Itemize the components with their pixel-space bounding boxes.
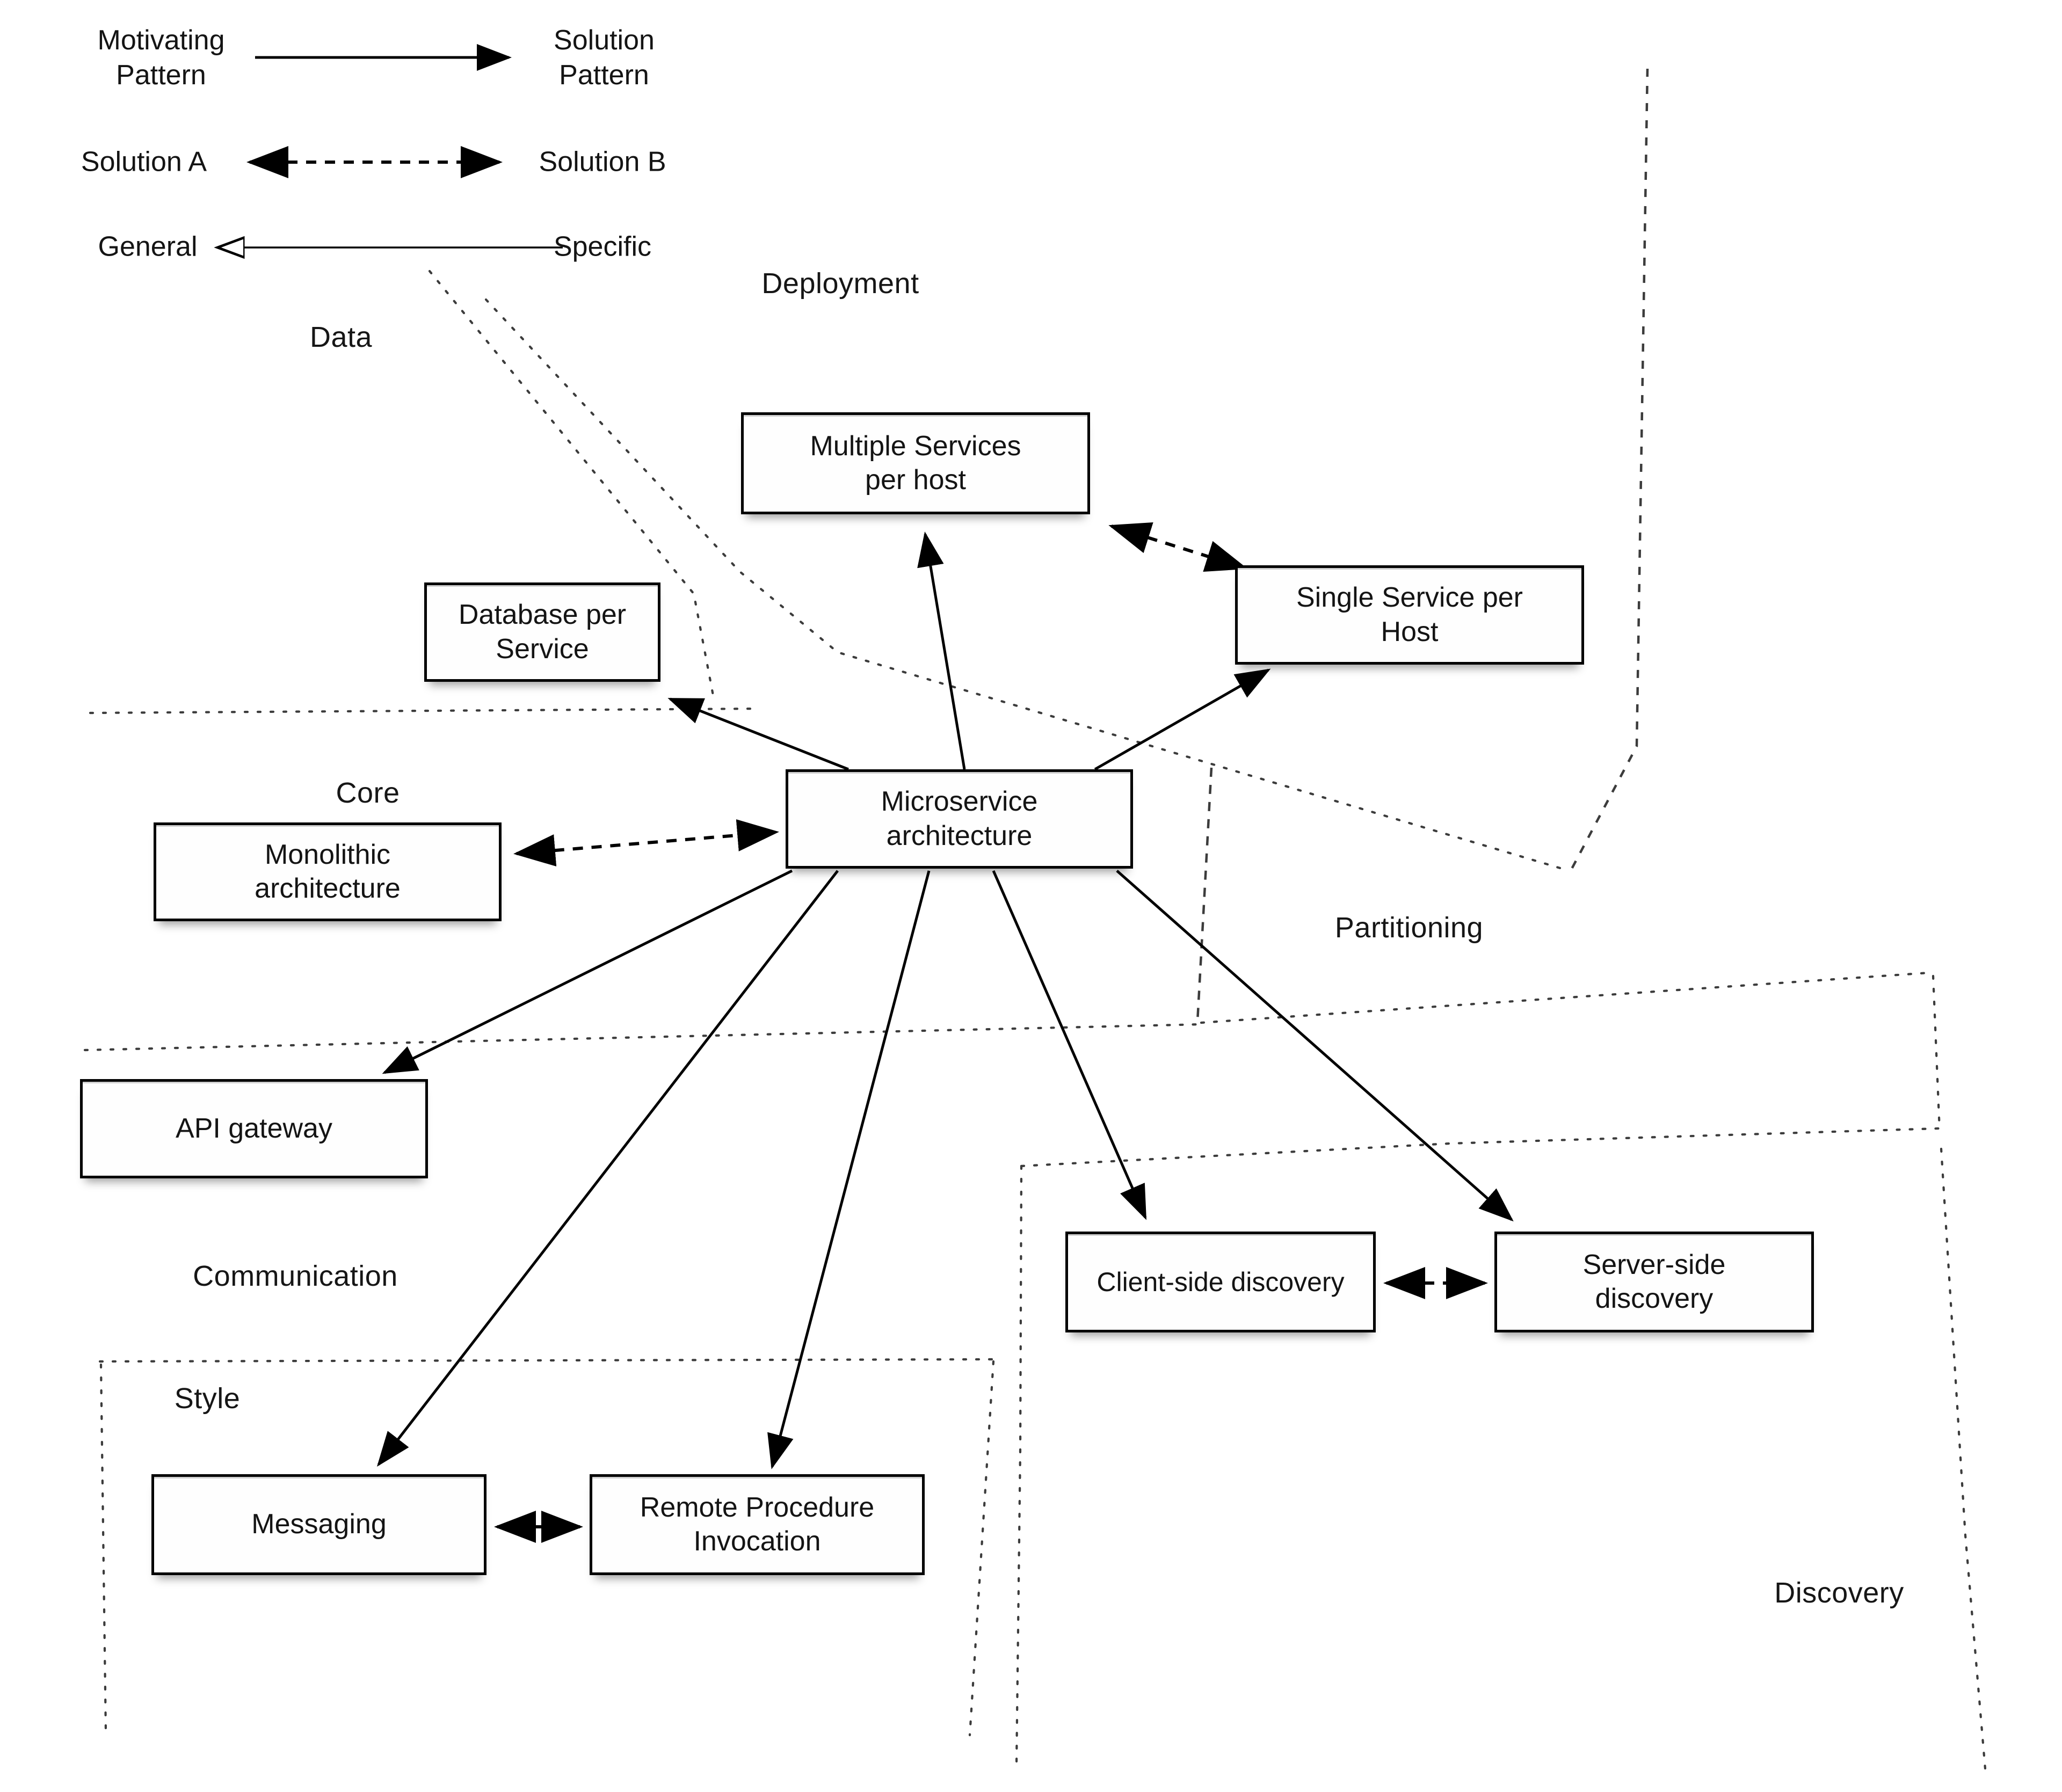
legend-solution-a-label: Solution A [81, 146, 207, 178]
boundary-core-bottom [83, 1023, 1203, 1052]
boundary-style-top [98, 1358, 996, 1363]
legend-general-label: General [98, 231, 198, 263]
boundary-partitioning-bottom [1200, 971, 1930, 1024]
arrow-microservice-to-messaging [376, 870, 839, 1467]
node-single-service-per-host: Single Service per Host [1235, 565, 1584, 665]
node-monolithic-architecture: Monolithic architecture [154, 822, 502, 921]
region-label-discovery: Discovery [1774, 1577, 1904, 1609]
legend-solution-pattern-label: Solution Pattern [554, 25, 655, 91]
boundary-right-upper-vertical [1932, 974, 1941, 1132]
node-remote-procedure-invocation: Remote Procedure Invocation [590, 1474, 925, 1575]
node-label: Messaging [251, 1509, 387, 1540]
region-label-partitioning: Partitioning [1334, 912, 1484, 944]
legend-motivating-pattern-label: Motivating Pattern [97, 25, 225, 91]
node-label: Multiple Services per host [810, 430, 1021, 496]
region-label-deployment: Deployment [761, 267, 919, 300]
arrow-microservice-to-server-side-discovery [1116, 870, 1514, 1222]
node-database-per-service: Database per Service [424, 582, 660, 682]
legend-solution-b-label: Solution B [539, 146, 666, 178]
node-client-side-discovery: Client-side discovery [1065, 1232, 1376, 1332]
region-label-communication: Communication [193, 1260, 398, 1292]
boundary-deployment-right-vertical [1570, 68, 1649, 872]
node-microservice-architecture: Microservice architecture [786, 769, 1133, 869]
node-label: Server-side discovery [1582, 1249, 1726, 1314]
node-label: Database per Service [458, 599, 627, 665]
node-server-side-discovery: Server-side discovery [1494, 1232, 1814, 1332]
boundary-data-bottom [89, 707, 761, 715]
boundary-discovery-left [1015, 1164, 1023, 1765]
region-label-style: Style [174, 1382, 241, 1415]
arrow-monolithic-vs-microservice [513, 819, 779, 866]
arrow-microservice-to-client-side-discovery [992, 870, 1147, 1220]
boundary-discovery-right [1940, 1147, 1987, 1771]
boundary-partitioning-left [1196, 767, 1213, 1022]
node-label: Single Service per Host [1296, 582, 1523, 647]
node-label: Client-side discovery [1097, 1266, 1345, 1297]
legend-specific-label: Specific [553, 231, 652, 263]
node-api-gateway: API gateway [80, 1079, 428, 1178]
arrow-microservice-to-api-gateway [382, 869, 793, 1074]
node-label: Monolithic architecture [255, 839, 401, 904]
arrow-microservice-to-multiple-services [917, 531, 966, 770]
region-label-data: Data [309, 321, 373, 353]
node-multiple-services-per-host: Multiple Services per host [741, 412, 1090, 514]
node-label: Remote Procedure Invocation [640, 1491, 875, 1557]
arrow-microservice-to-rpc [767, 870, 931, 1469]
node-label: Microservice architecture [881, 786, 1038, 851]
boundary-discovery-top [1020, 1127, 1940, 1168]
arrow-microservice-to-database-per-service [667, 697, 849, 771]
arrow-microservice-to-single-service [1094, 668, 1271, 771]
boundary-style-left [99, 1363, 107, 1733]
arrow-multiple-vs-single-service [1108, 522, 1248, 572]
region-label-core: Core [336, 777, 400, 809]
node-messaging: Messaging [151, 1474, 487, 1575]
boundary-style-right [968, 1360, 995, 1737]
node-label: API gateway [176, 1112, 332, 1144]
